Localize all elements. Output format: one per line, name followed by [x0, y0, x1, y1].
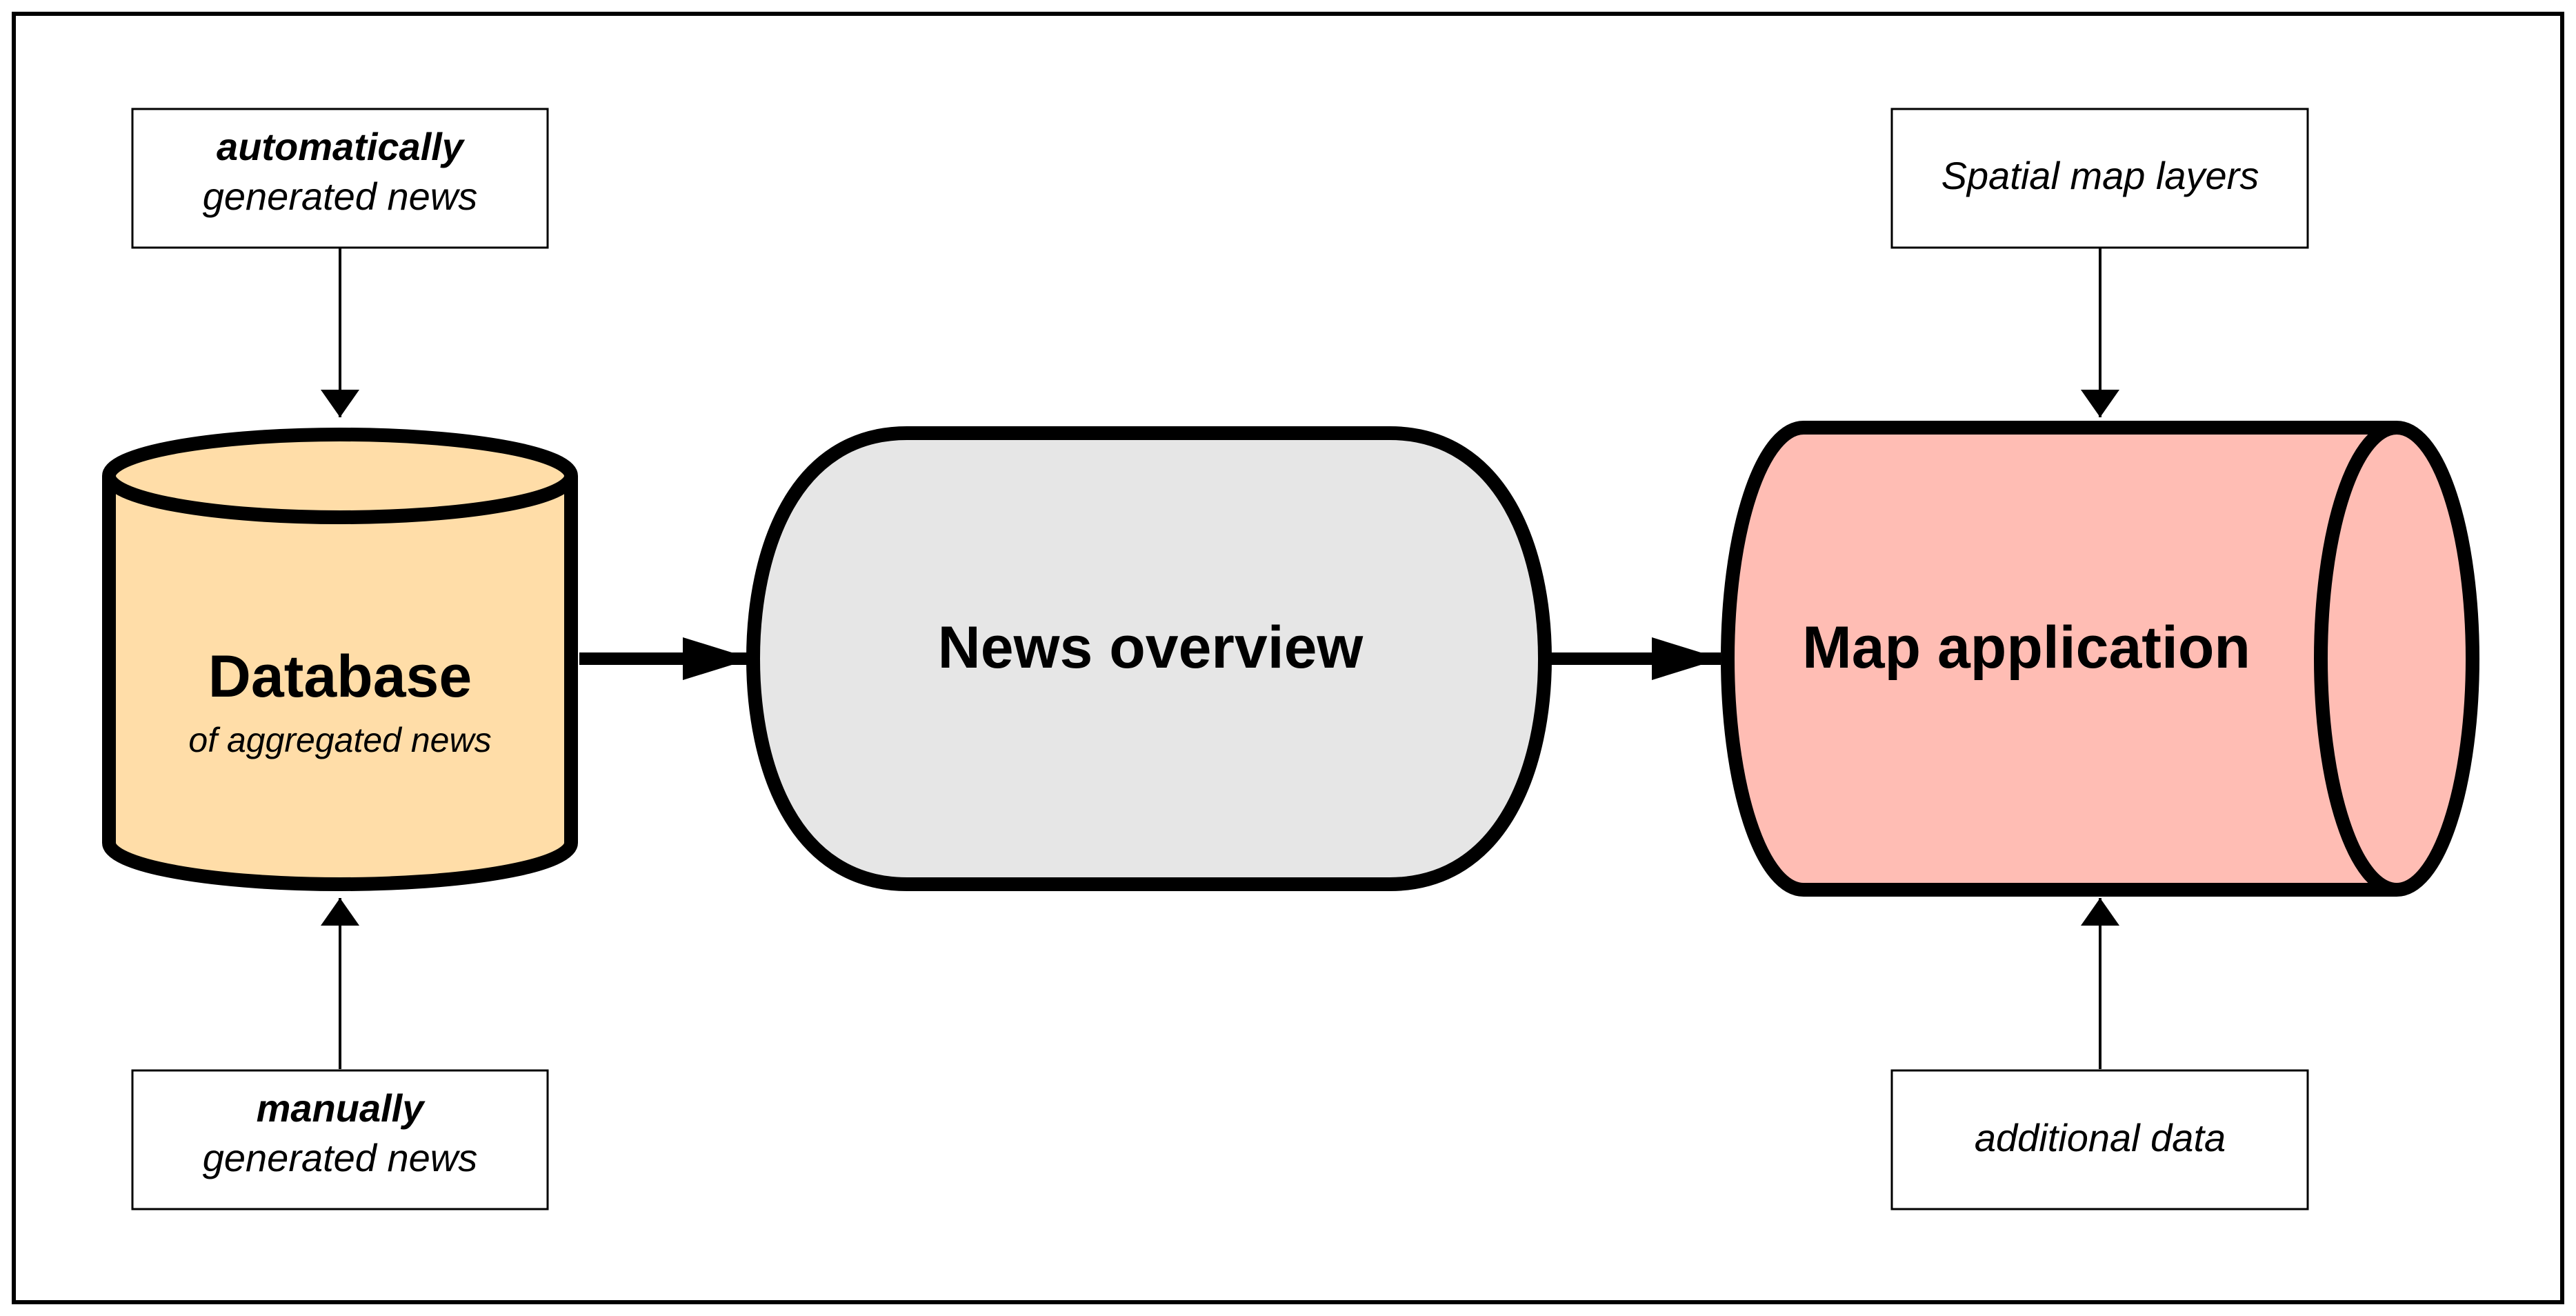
additional-data-label: additional data [1975, 1116, 2226, 1159]
news-overview-title: News overview [938, 615, 1364, 681]
map-cylinder-body [1721, 421, 2397, 897]
database-cylinder-top [102, 428, 578, 524]
database-title: Database [208, 644, 472, 710]
database-cylinder-body [102, 476, 578, 891]
database-node: Database of aggregated news [102, 428, 578, 891]
spatial-layers-node: Spatial map layers [1890, 108, 2309, 249]
additional-data-node: additional data [1890, 1069, 2309, 1210]
auto-news-line2: generated news [203, 175, 478, 218]
map-application-title: Map application [1802, 615, 2250, 681]
auto-news-node: automatically generated news [131, 108, 549, 249]
manual-news-line1: manually [257, 1086, 426, 1130]
manual-news-line2: generated news [203, 1136, 478, 1179]
database-subtitle: of aggregated news [188, 721, 491, 759]
news-overview-shape [746, 426, 1552, 891]
manual-news-node: manually generated news [131, 1069, 549, 1210]
spatial-layers-label: Spatial map layers [1941, 154, 2259, 197]
map-application-node: Map application [1721, 421, 2479, 897]
map-cylinder-end [2314, 421, 2479, 897]
news-overview-node: News overview [746, 426, 1552, 891]
auto-news-line1: automatically [217, 125, 466, 168]
